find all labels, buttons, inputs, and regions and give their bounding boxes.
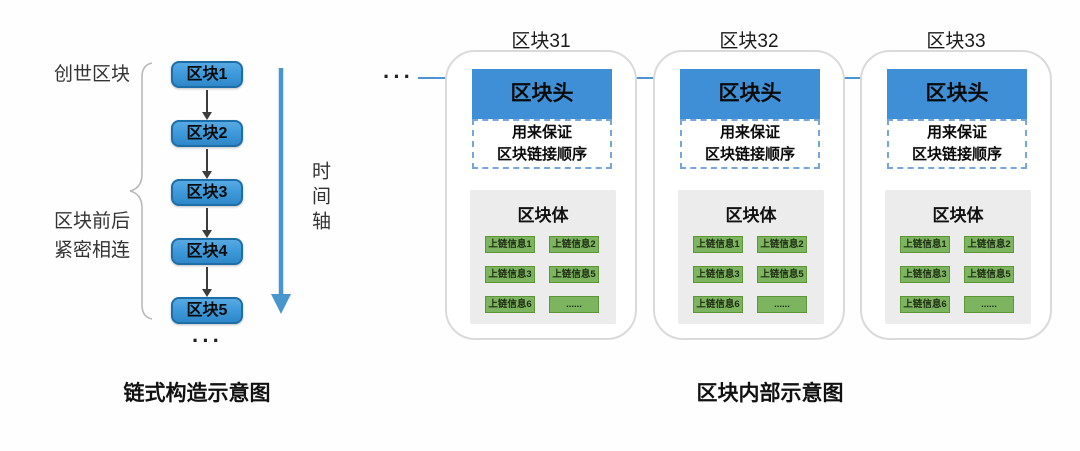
genesis-block-label: 创世区块 (53, 64, 130, 85)
linked-label-line1: 区块前后 (53, 211, 130, 232)
brace-icon (129, 62, 153, 320)
chain-info-item: 上链信息6 (485, 296, 535, 313)
chain-info-item: 上链信息3 (485, 266, 535, 283)
chain-info-item: 上链信息2 (757, 236, 807, 253)
chain-info-grid: 上链信息1 上链信息2 上链信息3 上链信息5 上链信息6 ...... (900, 236, 1031, 313)
chain-info-item: 上链信息5 (757, 266, 807, 283)
block-header-note: 用来保证 区块链接顺序 (680, 119, 820, 169)
chain-info-item: 上链信息5 (964, 266, 1014, 283)
chain-info-item: ...... (549, 296, 599, 313)
chain-info-item: 上链信息3 (900, 266, 950, 283)
down-arrow-icon (202, 90, 212, 120)
time-axis-arrow-icon (271, 68, 291, 314)
block-header-note: 用来保证 区块链接顺序 (472, 119, 612, 169)
chain-block-5: 区块5 (171, 297, 243, 324)
chain-info-item: 上链信息6 (900, 296, 950, 313)
block-card-31: 区块头 用来保证 区块链接顺序 区块体 上链信息1 上链信息2 上链信息3 上链… (445, 50, 637, 340)
block-header: 区块头 (887, 69, 1027, 119)
chain-info-grid: 上链信息1 上链信息2 上链信息3 上链信息5 上链信息6 ...... (693, 236, 824, 313)
chain-block-1: 区块1 (171, 61, 243, 88)
linked-label-line2: 紧密相连 (53, 240, 130, 261)
block-header-note: 用来保证 区块链接顺序 (887, 119, 1027, 169)
chain-info-item: 上链信息3 (693, 266, 743, 283)
right-caption: 区块内部示意图 (696, 382, 844, 405)
chain-info-item: 上链信息2 (549, 236, 599, 253)
block-body: 区块体 上链信息1 上链信息2 上链信息3 上链信息5 上链信息6 ...... (678, 190, 824, 324)
down-arrow-icon (202, 267, 212, 297)
chain-info-item: 上链信息5 (549, 266, 599, 283)
chain-block-4: 区块4 (171, 238, 243, 265)
block-header: 区块头 (680, 69, 820, 119)
down-arrow-icon (202, 149, 212, 179)
card-title-block33: 区块33 (926, 31, 986, 52)
chain-info-item: 上链信息1 (900, 236, 950, 253)
chain-ellipsis: ··· (192, 328, 223, 353)
note-line1: 用来保证 (719, 124, 780, 141)
chain-info-item: ...... (757, 296, 807, 313)
chain-info-grid: 上链信息1 上链信息2 上链信息3 上链信息5 上链信息6 ...... (485, 236, 616, 313)
note-line1: 用来保证 (511, 124, 572, 141)
card-title-block32: 区块32 (719, 31, 779, 52)
block-body-title: 区块体 (932, 206, 984, 225)
time-axis-label: 时间轴 (309, 161, 330, 236)
note-line1: 用来保证 (926, 124, 987, 141)
chain-info-item: 上链信息2 (964, 236, 1014, 253)
card-title-block31: 区块31 (511, 31, 571, 52)
block-body-title: 区块体 (517, 206, 569, 225)
note-line2: 区块链接顺序 (911, 146, 1002, 163)
block-body: 区块体 上链信息1 上链信息2 上链信息3 上链信息5 上链信息6 ...... (885, 190, 1031, 324)
note-line2: 区块链接顺序 (704, 146, 795, 163)
note-line2: 区块链接顺序 (496, 146, 587, 163)
chain-info-item: 上链信息1 (693, 236, 743, 253)
chain-block-3: 区块3 (171, 179, 243, 206)
block-body-title: 区块体 (725, 206, 777, 225)
chain-info-item: 上链信息1 (485, 236, 535, 253)
chain-block-2: 区块2 (171, 120, 243, 147)
block-header: 区块头 (472, 69, 612, 119)
incoming-ellipsis: ··· (383, 64, 414, 89)
block-card-33: 区块头 用来保证 区块链接顺序 区块体 上链信息1 上链信息2 上链信息3 上链… (860, 50, 1052, 340)
left-caption: 链式构造示意图 (123, 382, 271, 405)
block-card-32: 区块头 用来保证 区块链接顺序 区块体 上链信息1 上链信息2 上链信息3 上链… (653, 50, 845, 340)
down-arrow-icon (202, 208, 212, 238)
chain-info-item: ...... (964, 296, 1014, 313)
block-body: 区块体 上链信息1 上链信息2 上链信息3 上链信息5 上链信息6 ...... (470, 190, 616, 324)
chain-info-item: 上链信息6 (693, 296, 743, 313)
